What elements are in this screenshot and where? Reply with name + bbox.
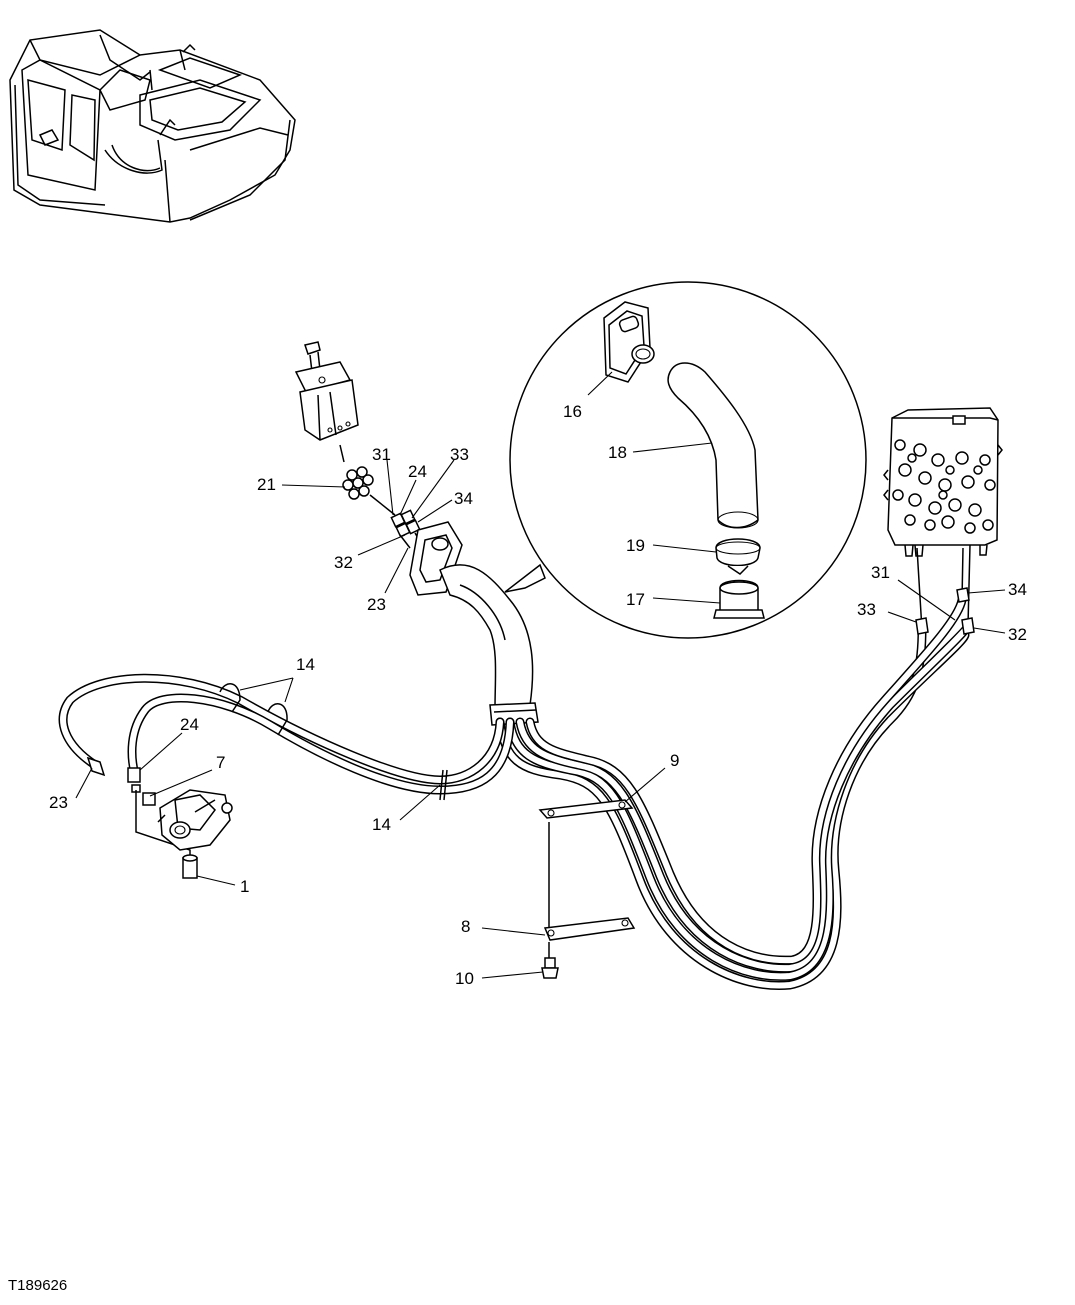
callout-14-lower: 14 — [372, 815, 391, 834]
excavator-locator-view — [9, 29, 296, 223]
callout-31-upper: 31 — [372, 445, 391, 464]
callout-33-upper: 33 — [450, 445, 469, 464]
callout-labels: 1 7 8 9 10 14 14 16 17 18 19 21 23 23 24… — [49, 402, 1027, 988]
callout-8: 8 — [461, 917, 470, 936]
callout-23-left: 23 — [49, 793, 68, 812]
control-valve-block — [883, 407, 1003, 557]
pilot-control-valve — [294, 341, 359, 463]
leader-lines — [75, 371, 1006, 979]
left-hose-fittings — [86, 756, 191, 858]
callout-9: 9 — [670, 751, 679, 770]
valve-ports — [892, 439, 996, 534]
callout-33-right: 33 — [857, 600, 876, 619]
connector-block-21 — [342, 466, 396, 516]
pilot-pump — [157, 789, 233, 851]
callout-23-upper: 23 — [367, 595, 386, 614]
callout-32-right: 32 — [1008, 625, 1027, 644]
callout-7: 7 — [216, 753, 225, 772]
callout-34-upper: 34 — [454, 489, 473, 508]
callout-21: 21 — [257, 475, 276, 494]
callout-31-right: 31 — [871, 563, 890, 582]
callout-19: 19 — [626, 536, 645, 555]
callout-14-upper: 14 — [296, 655, 315, 674]
hose-grommet-boot — [409, 521, 539, 726]
fitting-1 — [182, 854, 198, 879]
callout-24-left: 24 — [180, 715, 199, 734]
callout-10: 10 — [455, 969, 474, 988]
clamp-assembly — [538, 799, 636, 979]
hose-bundle-main — [495, 544, 975, 991]
detail-inset-circle — [504, 281, 867, 639]
callout-18: 18 — [608, 443, 627, 462]
figure-id: T189626 — [8, 1277, 67, 1294]
callout-1: 1 — [240, 877, 249, 896]
callout-17: 17 — [626, 590, 645, 609]
callout-24-upper: 24 — [408, 462, 427, 481]
callout-32-upper: 32 — [334, 553, 353, 572]
callout-16: 16 — [563, 402, 582, 421]
callout-34-right: 34 — [1008, 580, 1027, 599]
valve-fittings-upper — [390, 509, 423, 549]
hose-bundle-left — [58, 673, 515, 801]
